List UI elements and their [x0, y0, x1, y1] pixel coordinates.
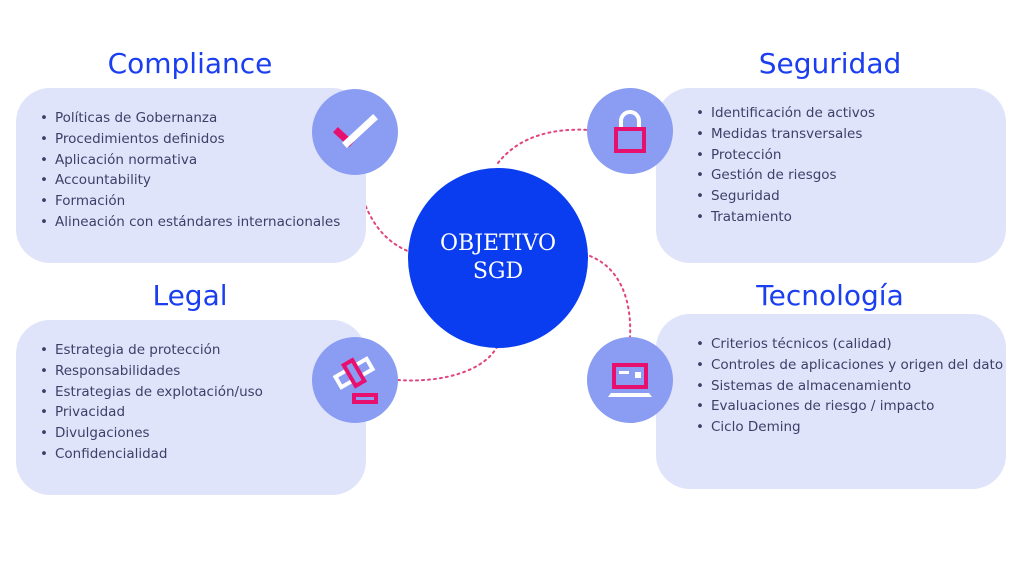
list-item: Identificación de activos — [696, 103, 875, 124]
list-item: Seguridad — [696, 186, 875, 207]
list-item: Accountability — [40, 170, 340, 191]
list-item: Controles de aplicaciones y origen del d… — [696, 355, 1003, 376]
center-label-line2: SGD — [472, 259, 524, 284]
center-label-line1: OBJETIVO — [440, 231, 556, 256]
list-item: Criterios técnicos (calidad) — [696, 334, 1003, 355]
legal-list: Estrategia de protección Responsabilidad… — [40, 340, 263, 465]
list-item: Alineación con estándares internacionale… — [40, 212, 340, 233]
connector-seguridad — [497, 128, 591, 164]
padlock-icon — [614, 110, 646, 153]
list-item: Medidas transversales — [696, 124, 875, 145]
seguridad-list: Identificación de activos Medidas transv… — [696, 103, 875, 228]
tecnologia-icon-badge — [587, 337, 673, 423]
list-item: Sistemas de almacenamiento — [696, 376, 1003, 397]
list-item: Evaluaciones de riesgo / impacto — [696, 396, 1003, 417]
objetivo-sgd-circle: OBJETIVO SGD — [408, 168, 588, 348]
tecnologia-title: Tecnología — [756, 279, 904, 312]
tecnologia-card: Criterios técnicos (calidad) Controles d… — [656, 314, 1006, 489]
tecnologia-list: Criterios técnicos (calidad) Controles d… — [696, 334, 1003, 438]
legal-icon-badge — [312, 337, 398, 423]
seguridad-card: Identificación de activos Medidas transv… — [656, 88, 1006, 263]
list-item: Gestión de riesgos — [696, 165, 875, 186]
list-item: Estrategia de protección — [40, 340, 263, 361]
list-item: Procedimientos definidos — [40, 129, 340, 150]
list-item: Divulgaciones — [40, 423, 263, 444]
compliance-icon-badge — [312, 89, 398, 175]
list-item: Confidencialidad — [40, 444, 263, 465]
list-item: Responsabilidades — [40, 361, 263, 382]
list-item: Formación — [40, 191, 340, 212]
compliance-list: Políticas de Gobernanza Procedimientos d… — [40, 108, 340, 233]
connector-tecnologia — [589, 255, 632, 339]
list-item: Estrategias de explotación/uso — [40, 382, 263, 403]
seguridad-icon-badge — [587, 88, 673, 174]
legal-card: Estrategia de protección Responsabilidad… — [16, 320, 366, 495]
list-item: Protección — [696, 145, 875, 166]
list-item: Privacidad — [40, 402, 263, 423]
compliance-title: Compliance — [107, 47, 273, 80]
list-item: Ciclo Deming — [696, 417, 1003, 438]
compliance-card: Políticas de Gobernanza Procedimientos d… — [16, 88, 366, 263]
list-item: Aplicación normativa — [40, 150, 340, 171]
checkmark-icon — [333, 114, 378, 148]
seguridad-title: Seguridad — [758, 47, 902, 80]
gavel-icon — [332, 356, 378, 404]
legal-title: Legal — [152, 279, 228, 312]
connector-legal — [397, 344, 499, 382]
list-item: Políticas de Gobernanza — [40, 108, 340, 129]
list-item: Tratamiento — [696, 207, 875, 228]
laptop-icon — [608, 363, 652, 397]
